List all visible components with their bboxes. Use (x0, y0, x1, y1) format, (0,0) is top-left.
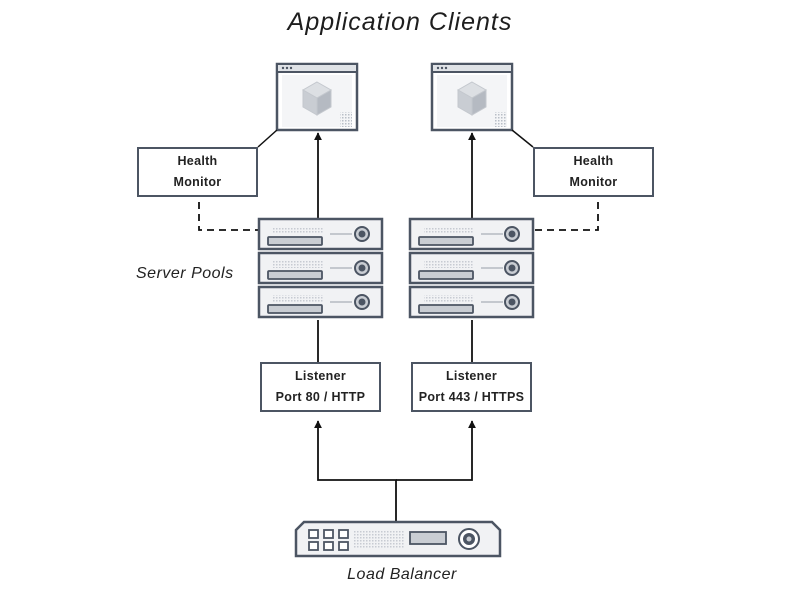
server-unit (408, 217, 535, 251)
cube-icon (456, 81, 488, 116)
listener-line2: Port 80 / HTTP (275, 390, 366, 404)
listener-box-left: Listener Port 80 / HTTP (260, 362, 381, 412)
server-unit (257, 285, 384, 319)
server-pool-left (257, 217, 384, 319)
listener-line1: Listener (445, 369, 498, 383)
health-monitor-box-right: Health Monitor (533, 147, 654, 197)
health-monitor-line1: Health (573, 154, 614, 168)
server-unit (257, 251, 384, 285)
server-pool-right (408, 217, 535, 319)
health-monitor-line2: Monitor (173, 175, 222, 189)
listener-box-right: Listener Port 443 / HTTPS (411, 362, 532, 412)
health-monitor-line2: Monitor (569, 175, 618, 189)
load-balancer-icon (294, 520, 502, 558)
health-monitor-line1: Health (177, 154, 218, 168)
server-unit (408, 285, 535, 319)
load-balancer-label: Load Balancer (347, 566, 457, 583)
health-check-dashed-left (198, 202, 259, 231)
monitor-client-link-right (511, 129, 534, 148)
lb-to-listener-arrow-left (314, 420, 397, 522)
lb-to-listener-arrow-right (396, 420, 476, 481)
health-check-dashed-right (533, 202, 599, 231)
client-window-left (275, 62, 359, 132)
server-unit (257, 217, 384, 251)
server-unit (408, 251, 535, 285)
monitor-client-link-left (257, 129, 278, 148)
listener-line1: Listener (294, 369, 347, 383)
diagram-title: Application Clients (287, 8, 513, 36)
cube-icon (301, 81, 333, 116)
client-window-right (430, 62, 514, 132)
listener-line2: Port 443 / HTTPS (418, 390, 525, 404)
server-pools-label: Server Pools (136, 265, 234, 282)
health-monitor-box-left: Health Monitor (137, 147, 258, 197)
